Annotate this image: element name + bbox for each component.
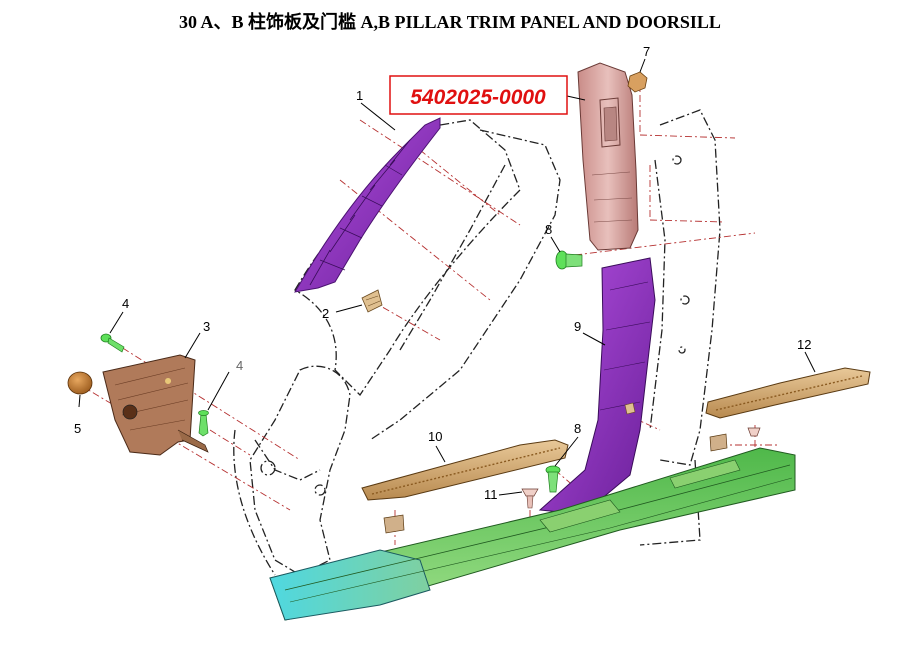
callout-8-lower: 8 [574,421,581,436]
screw-green-upper [100,333,125,353]
callout-2: 2 [322,306,329,321]
push-clip-green-lower [545,465,561,493]
callout-3: 3 [203,319,210,334]
push-pin-fastener [521,488,539,509]
nut-fastener [627,71,648,93]
push-clip-green-upper [555,250,583,270]
callout-4-side: 4 [236,358,243,373]
callout-12: 12 [797,337,811,352]
a-pillar-lower-trim [102,354,209,456]
callout-10: 10 [428,429,442,444]
leader-lines [78,58,816,496]
rocker-sill-panel [269,447,796,621]
highlighted-part-number[interactable]: 5402025-0000 [389,75,568,115]
callout-1: 1 [356,88,363,103]
callout-11: 11 [484,487,498,502]
part-number-label: 5402025-0000 [410,86,546,109]
b-pillar-upper-trim [577,62,639,251]
grommet-orange [67,371,93,395]
body-frame-outline [233,109,721,576]
screw-green-side [198,410,209,437]
retaining-clip [361,289,383,313]
callout-8-upper: 8 [545,222,552,237]
page-title: 30 A、B 柱饰板及门槛 A,B PILLAR TRIM PANEL AND … [179,12,721,32]
callout-labels: 1 2 3 4 4 5 7 8 9 8 10 11 12 [74,44,811,502]
callout-7: 7 [643,44,650,59]
rear-doorsill-trim [705,367,871,452]
callout-9: 9 [574,319,581,334]
callout-4-screw: 4 [122,296,129,311]
front-doorsill-trim [361,439,569,534]
callout-5: 5 [74,421,81,436]
a-pillar-trim-panel [294,117,441,293]
